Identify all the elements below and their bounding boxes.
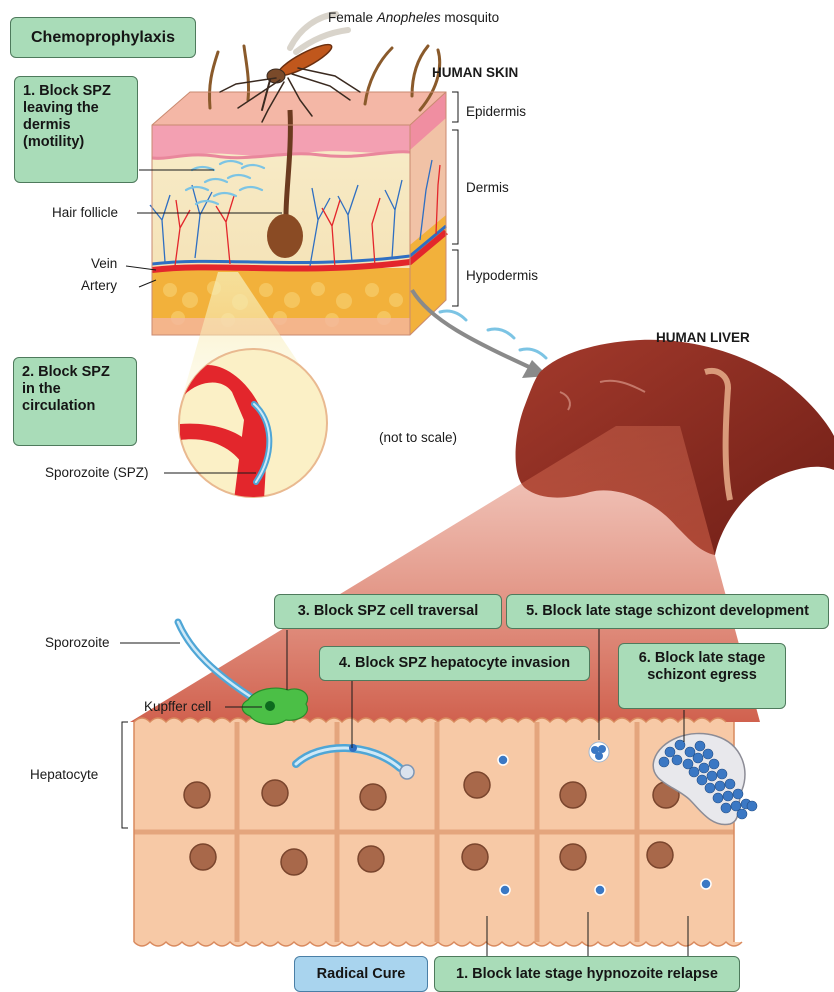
step-3-block-cell-traversal: 3. Block SPZ cell traversal — [274, 594, 502, 629]
step-5-block-schizont-development: 5. Block late stage schizont development — [506, 594, 829, 629]
scale-note: (not to scale) — [379, 430, 457, 446]
radical-cure-step-hypnozoite: 1. Block late stage hypnozoite relapse — [434, 956, 740, 992]
human-skin-title: HUMAN SKIN — [432, 65, 518, 81]
dermis-label: Dermis — [466, 180, 509, 196]
step-1-block-spz-motility: 1. Block SPZ leaving the dermis (motilit… — [14, 76, 138, 183]
hypodermis-label: Hypodermis — [466, 268, 538, 284]
mosquito-label: Female Anopheles mosquito — [328, 10, 499, 26]
kupffer-cell-label: Kupffer cell — [144, 699, 211, 715]
step-4-block-hepatocyte-invasion: 4. Block SPZ hepatocyte invasion — [319, 646, 590, 681]
hepatocyte-sheet — [134, 718, 742, 946]
skin-block — [150, 46, 446, 335]
step-2-block-spz-circulation: 2. Block SPZ in the circulation — [13, 357, 137, 446]
title-box: Chemoprophylaxis — [10, 17, 196, 58]
hepatocyte-label: Hepatocyte — [30, 767, 98, 783]
epidermis-label: Epidermis — [466, 104, 526, 120]
sporozoite-label: Sporozoite — [45, 635, 110, 651]
radical-cure-badge: Radical Cure — [294, 956, 428, 992]
vein-label: Vein — [91, 256, 117, 272]
step-6-block-schizont-egress: 6. Block late stage schizont egress — [618, 643, 786, 709]
hair-follicle-bulb — [267, 214, 303, 258]
hair-follicle-label: Hair follicle — [52, 205, 118, 221]
human-liver-title: HUMAN LIVER — [656, 330, 750, 346]
sporozoite-spz-label: Sporozoite (SPZ) — [45, 465, 149, 481]
artery-label: Artery — [81, 278, 117, 294]
